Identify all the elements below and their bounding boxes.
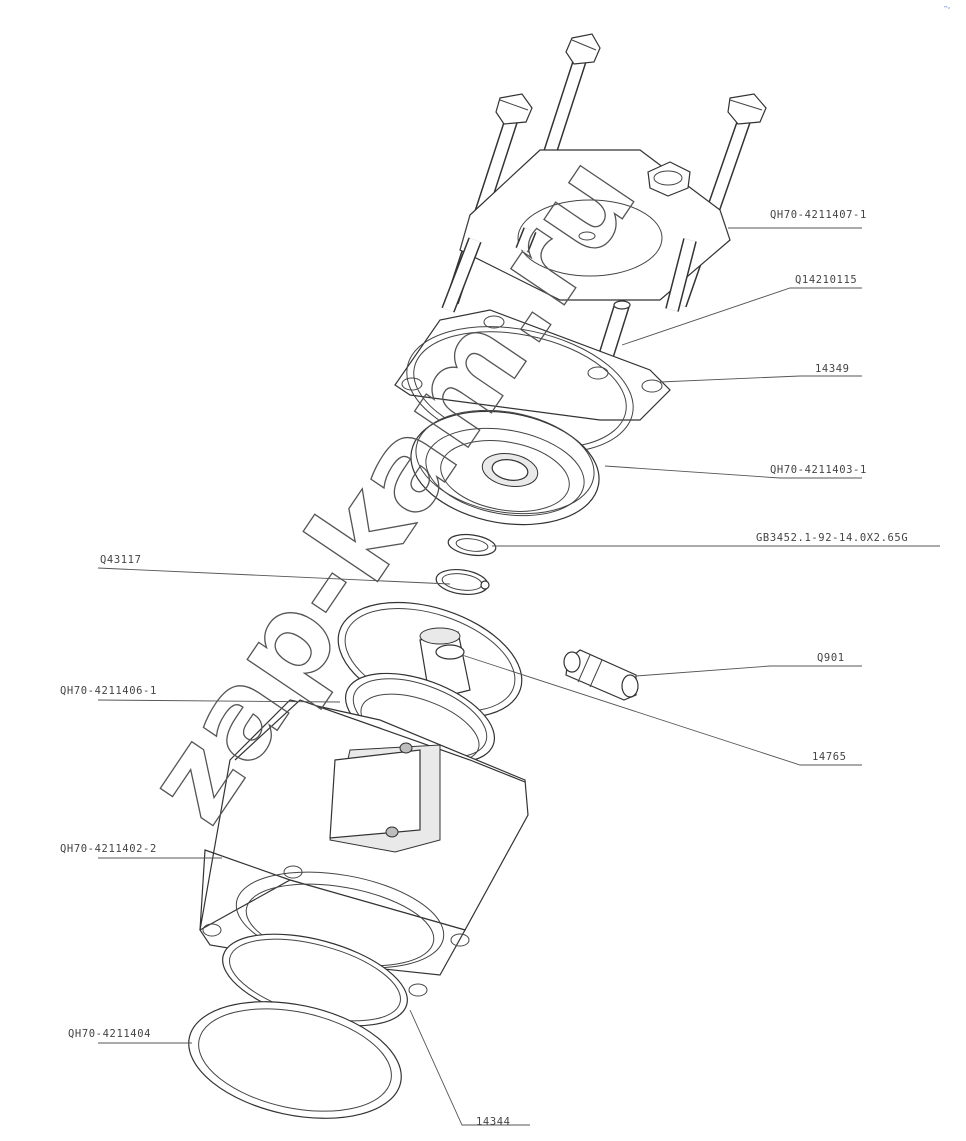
- flange-gasket: [394, 309, 671, 454]
- label-rod: 14765: [812, 751, 847, 763]
- cover-plate: [459, 149, 731, 301]
- leader-lines: [97, 227, 940, 1126]
- label-gasket-bottom: QH70-4211404: [68, 1028, 152, 1040]
- label-piston: QH70-4211403-1: [770, 464, 867, 476]
- fitting: [563, 649, 639, 701]
- corner-mark: ᵔᵕ: [944, 4, 951, 13]
- label-gasket-top: 14349: [815, 363, 850, 375]
- label-housing: QH70-4211402-2: [60, 843, 157, 855]
- label-circlip: Q43117: [100, 554, 142, 566]
- label-ring-spring: GB3452.1-92-14.0X2.65G: [756, 532, 909, 544]
- label-oring-bottom: 14344: [476, 1116, 511, 1128]
- bottom-gasket: [188, 1001, 402, 1119]
- label-cover: QH70-4211407-1: [770, 209, 867, 221]
- circlip: [435, 568, 490, 596]
- spring-ring: [447, 533, 497, 557]
- label-fitting: Q901: [817, 652, 845, 664]
- label-cylinder-liner: QH70-4211406-1: [60, 685, 157, 697]
- label-stud: Q14210115: [795, 274, 858, 286]
- piston: [410, 409, 600, 526]
